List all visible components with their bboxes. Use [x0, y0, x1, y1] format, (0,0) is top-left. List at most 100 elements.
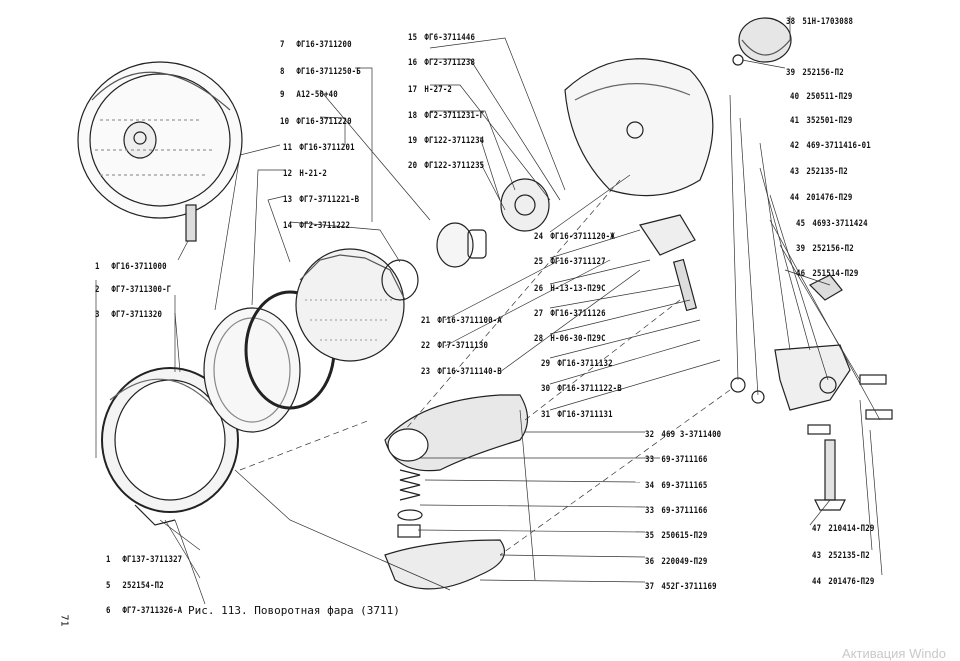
part-number: 17 [408, 85, 418, 95]
rim [101, 367, 239, 526]
part-number: 42 [790, 141, 800, 151]
bracket [639, 214, 696, 256]
part-number: 7 [280, 40, 285, 50]
part-number: 14 [283, 221, 293, 231]
part-label: 33 69-3711166 [645, 455, 707, 465]
part-number: 31 [541, 410, 551, 420]
part-number: 39 [796, 244, 806, 254]
part-number: 43 [812, 551, 822, 561]
part-number: 20 [408, 161, 418, 171]
part-code: ФГ16-3711100-А [437, 316, 502, 326]
part-label: 15 ФГ6-3711446 [408, 33, 475, 43]
part-label: 3 ФГ7-3711320 [95, 310, 162, 320]
part-code: ФГ7-3711221-В [299, 195, 360, 205]
part-number: 44 [812, 577, 822, 587]
part-number: 18 [408, 111, 418, 121]
part-number: 33 [645, 455, 655, 465]
part-code: ФГ16-3711220 [296, 117, 352, 127]
part-code: 201476-П29 [828, 577, 875, 587]
part-number: 44 [790, 193, 800, 203]
part-label: 33 69-3711166 [645, 506, 707, 516]
part-number: 1 [106, 555, 111, 565]
part-code: ФГ137-3711327 [122, 555, 183, 565]
part-label: 24 ФГ16-3711120-Ж [534, 232, 615, 242]
socket [500, 178, 550, 232]
part-number: 2 [95, 285, 100, 295]
part-number: 33 [645, 506, 655, 516]
figure-caption: Рис. 113. Поворотная фара (3711) [188, 604, 400, 617]
part-code: 69-3711166 [661, 506, 708, 516]
headlamp-assembly [77, 61, 243, 242]
part-number: 8 [280, 67, 285, 77]
part-code: ФГ16-3711122-В [557, 384, 622, 394]
part-code: 252156-П2 [812, 244, 854, 254]
part-code: ФГ7-3711320 [111, 310, 163, 320]
part-code: 452Г-3711169 [661, 582, 717, 592]
bulb [436, 222, 487, 268]
part-code: ФГ7-3711130 [437, 341, 489, 351]
part-label: 30 ФГ16-3711122-В [541, 384, 622, 394]
part-number: 9 [280, 90, 285, 100]
part-number: 46 [796, 269, 806, 279]
part-number: 35 [645, 531, 655, 541]
clamp-ring [381, 259, 419, 301]
part-number: 3 [95, 310, 100, 320]
part-label: 35 250615-П29 [645, 531, 707, 541]
part-number: 38 [786, 17, 796, 27]
part-code: 252156-П2 [802, 68, 844, 78]
part-code: Н-21-2 [299, 169, 328, 179]
part-label: 2 ФГ7-3711300-Г [95, 285, 171, 295]
part-code: ФГ6-3711446 [424, 33, 476, 43]
part-code: ФГ16-3711201 [299, 143, 355, 153]
part-code: ФГ122-3711234 [424, 136, 485, 146]
part-code: 250615-П29 [661, 531, 708, 541]
part-code: ФГ16-3711140-В [437, 367, 502, 377]
part-code: ФГ16-3711250-Б [296, 67, 361, 77]
part-code: 69-3711166 [661, 455, 708, 465]
part-code: ФГ2-3711231-Г [424, 111, 485, 121]
spring-stack [397, 469, 423, 538]
part-number: 41 [790, 116, 800, 126]
part-number: 24 [534, 232, 544, 242]
part-code: 201476-П29 [806, 193, 853, 203]
page-number: 71 [58, 614, 70, 627]
part-number: 13 [283, 195, 293, 205]
part-label: 13 ФГ7-3711221-В [283, 195, 359, 205]
rear-housing [564, 58, 714, 197]
part-code: ФГ16-3711120-Ж [550, 232, 615, 242]
part-number: 30 [541, 384, 551, 394]
part-number: 15 [408, 33, 418, 43]
part-label: 43 252135-П2 [812, 551, 870, 561]
part-code: ФГ7-3711300-Г [111, 285, 172, 295]
part-number: 36 [645, 557, 655, 567]
part-label: 39 252156-П2 [796, 244, 854, 254]
part-code: ФГ16-3711131 [557, 410, 613, 420]
part-number: 6 [106, 606, 111, 616]
part-code: 252135-П2 [828, 551, 870, 561]
part-code: 352501-П29 [806, 116, 853, 126]
part-number: 1 [95, 262, 100, 272]
